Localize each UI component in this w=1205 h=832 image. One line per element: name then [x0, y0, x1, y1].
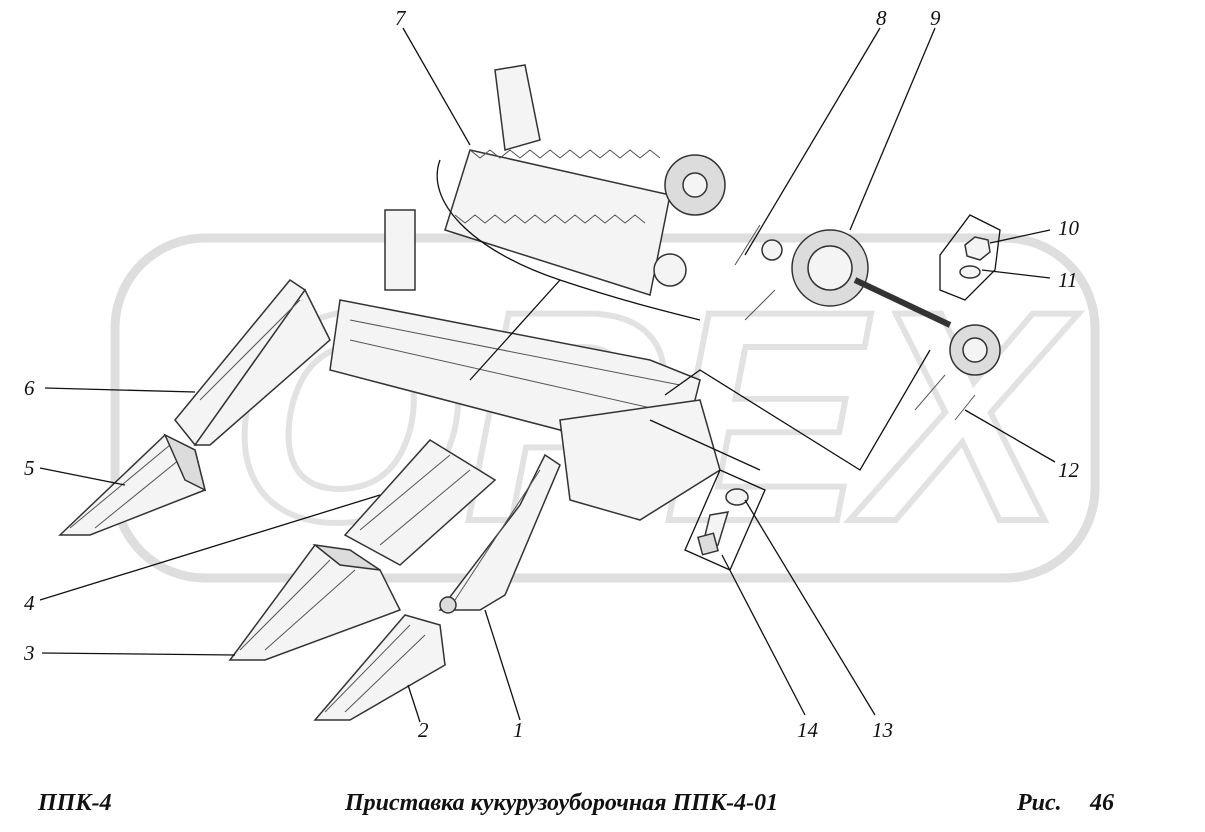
- parts-13-14-bolt-washer: [684, 469, 766, 571]
- part-9-sprocket-shaft: [791, 229, 1001, 376]
- callout-11: 11: [1058, 268, 1077, 292]
- part-12-chain: [914, 374, 976, 421]
- callout-14: 14: [797, 718, 819, 742]
- callout-4: 4: [24, 591, 35, 615]
- callout-10: 10: [1058, 216, 1080, 240]
- part-6-shield: [174, 278, 331, 447]
- footer-fig-number: 46: [1089, 790, 1114, 816]
- callout-6: 6: [24, 376, 35, 400]
- callout-9: 9: [930, 6, 941, 30]
- footer-title: Приставка кукурузоуборочная ППК-4-01: [344, 790, 778, 816]
- part-5-divider: [58, 433, 207, 536]
- callout-labels: 1 2 3 4 5 6 7 8 9 10 11 12 13 14: [23, 6, 1080, 742]
- guide-lines: [469, 279, 931, 471]
- callout-12: 12: [1058, 458, 1080, 482]
- frame: [329, 209, 721, 521]
- callout-1: 1: [513, 718, 524, 742]
- callout-2: 2: [418, 718, 429, 742]
- footer-fig-label: Рис.: [1016, 790, 1062, 816]
- callout-8: 8: [876, 6, 887, 30]
- part-8-chain: [734, 224, 783, 321]
- footer-model: ППК-4: [37, 790, 112, 816]
- parts-10-11-nut-washer: [939, 214, 1001, 301]
- footer: ППК-4 Приставка кукурузоуборочная ППК-4-…: [37, 790, 1114, 816]
- callout-7: 7: [395, 6, 407, 30]
- part-4-shield: [343, 439, 497, 566]
- part-2-divider: [313, 614, 446, 721]
- callout-5: 5: [24, 456, 35, 480]
- roller-assembly: [436, 64, 726, 321]
- part-3-divider: [228, 543, 402, 661]
- callout-3: 3: [23, 641, 35, 665]
- callout-13: 13: [872, 718, 893, 742]
- part-1-shield: [438, 453, 561, 614]
- leader-lines: [39, 27, 1056, 723]
